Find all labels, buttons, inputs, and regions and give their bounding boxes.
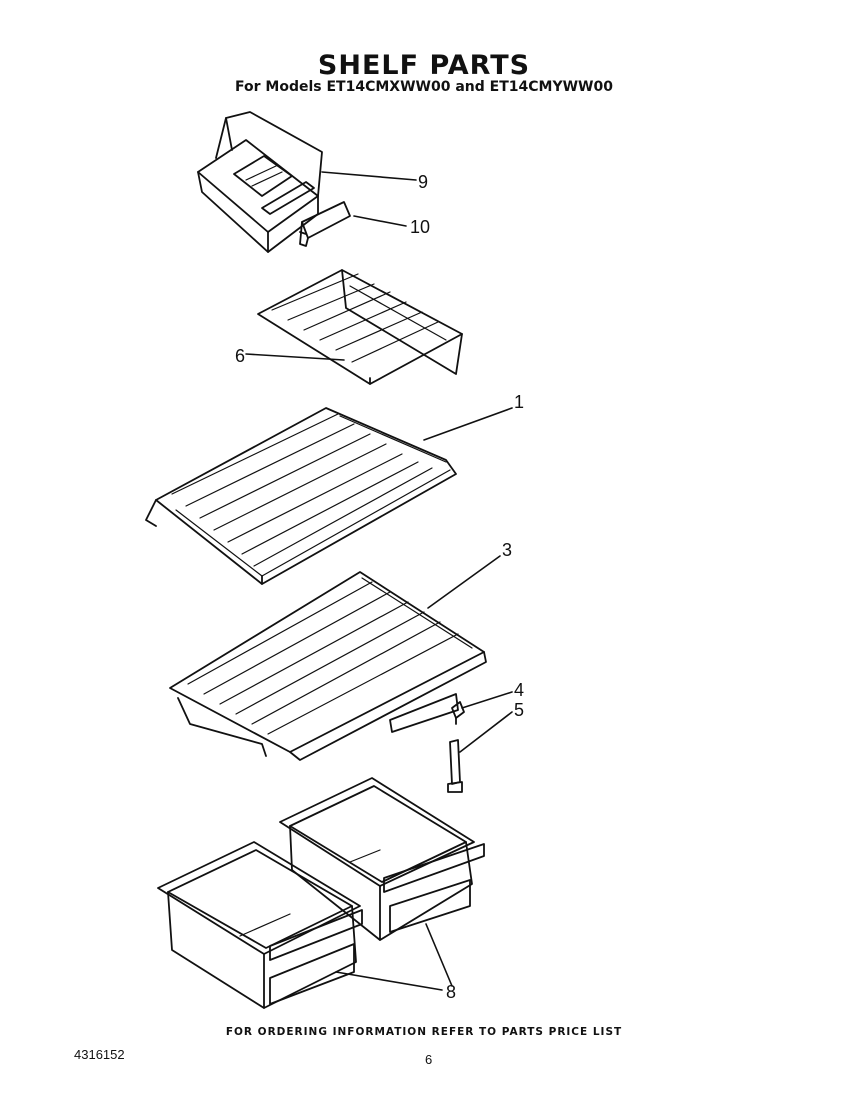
part-label-6: 6	[235, 346, 245, 366]
leader-lines	[245, 171, 513, 991]
part-label-3: 3	[502, 540, 512, 560]
crisper-pan-back-part	[279, 777, 485, 941]
document-number: 4316152	[74, 1047, 125, 1062]
part-label-9: 9	[418, 172, 428, 192]
part-label-8: 8	[446, 982, 456, 1002]
part-label-5: 5	[514, 700, 524, 720]
crisper-pan-front-part	[157, 841, 363, 1009]
bin-clip-part	[299, 201, 351, 247]
page-number: 6	[425, 1052, 433, 1067]
shelf-support-part	[447, 701, 465, 793]
part-label-4: 4	[514, 680, 524, 700]
part-label-1: 1	[514, 392, 524, 412]
page-title: SHELF PARTS	[317, 50, 531, 81]
ordering-note: FOR ORDERING INFORMATION REFER TO PARTS …	[225, 1026, 623, 1038]
small-wire-shelf-part	[257, 269, 463, 385]
wire-shelf-part	[145, 407, 457, 585]
part-label-10: 10	[410, 217, 430, 237]
dairy-bin-part	[197, 111, 323, 253]
crisper-cover-shelf-part	[169, 571, 487, 761]
page-subtitle: For Models ET14CMXWW00 and ET14CMYWW00	[235, 79, 613, 95]
